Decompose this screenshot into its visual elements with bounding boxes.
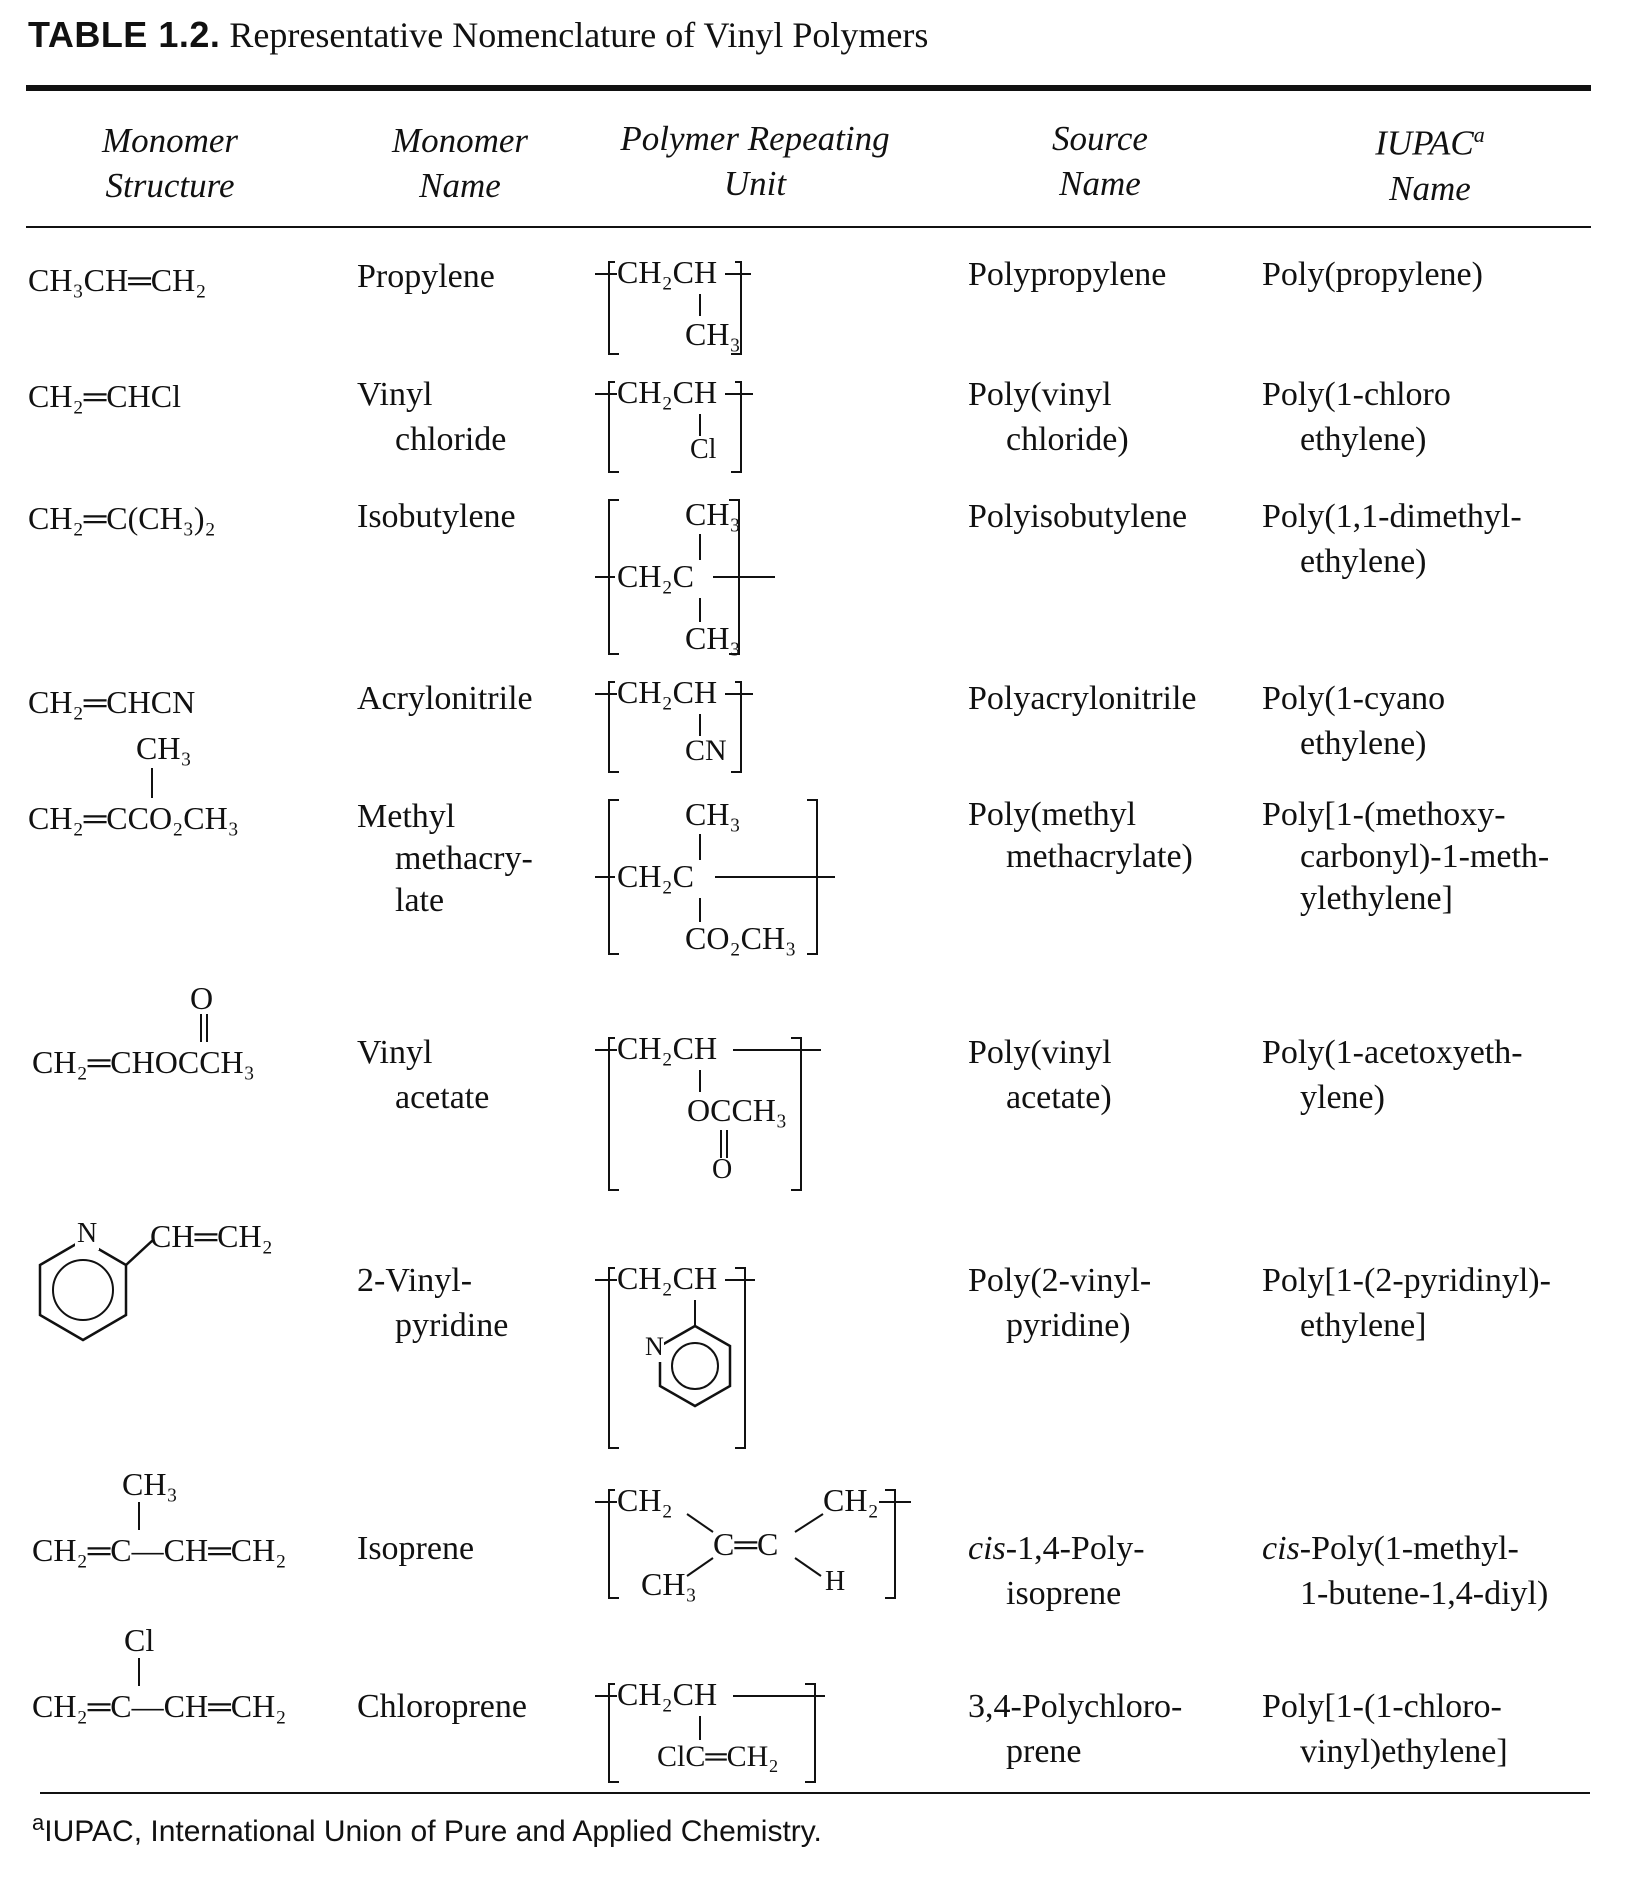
pyridine-ring-drawing	[38, 1238, 154, 1342]
structure-isoprene: CH₃ CH₂═C—CH═CH₂	[32, 1466, 287, 1568]
unit-poly-2-vinylpyridine: CH₂CH N	[595, 1258, 795, 1458]
monomer-name-acrylonitrile: Acrylonitrile	[357, 680, 533, 717]
structure-chloroprene: Cl CH₂═C—CH═CH₂	[32, 1622, 287, 1724]
monomer-name-propylene: Propylene	[357, 258, 495, 295]
monomer-name-isoprene: Isoprene	[357, 1530, 475, 1567]
table-label: TABLE 1.2.	[28, 14, 221, 55]
table-title: Representative Nomenclature of Vinyl Pol…	[229, 15, 929, 55]
structure-2-vinylpyridine: N CH═CH₂	[28, 1218, 348, 1348]
monomer-name-chloroprene: Chloroprene	[357, 1688, 527, 1725]
source-name-isobutylene: Polyisobutylene	[968, 498, 1188, 535]
unit-polymethyl-methacrylate: CH₃ CH₂C CO₂CH₃	[595, 794, 855, 964]
header-monomer-structure: Monomer Structure	[101, 121, 239, 205]
monomer-name-2-vinylpyridine: 2-Vinyl-pyridine	[357, 1262, 509, 1344]
header-rule	[26, 226, 1591, 228]
top-rule	[26, 85, 1591, 91]
source-name-isoprene: cis-1,4-Poly-isoprene	[968, 1530, 1145, 1612]
structure-methyl-methacrylate: CH₃ CH₂═CCO₂CH₃	[28, 730, 239, 836]
unit-polyisobutylene: CH₃ CH₂C CH₃	[595, 494, 795, 664]
structure-vinyl-acetate: O CH₂═CHOCCH₃	[32, 980, 255, 1080]
unit-34-polychloroprene: CH₂CH ClC═CH₂	[595, 1674, 855, 1794]
table-footnote: aIUPAC, International Union of Pure and …	[32, 1810, 822, 1848]
iupac-name-chloroprene: Poly[1-(1-chloro-vinyl)ethylene]	[1262, 1688, 1508, 1770]
monomer-name-isobutylene: Isobutylene	[357, 498, 516, 535]
header-monomer-name: Monomer Name	[391, 121, 529, 205]
header-polymer-unit: Polymer Repeating Unit	[620, 119, 890, 203]
source-name-propylene: Polypropylene	[968, 256, 1167, 293]
iupac-name-propylene: Poly(propylene)	[1262, 256, 1483, 293]
structure-acrylonitrile: CH₂═CHCN	[28, 684, 196, 720]
unit-polyvinyl-chloride: CH₂CH Cl	[595, 372, 795, 482]
source-name-2-vinylpyridine: Poly(2-vinyl-pyridine)	[968, 1262, 1152, 1344]
structure-vinyl-chloride: CH₂═CHCl	[28, 378, 181, 414]
header-source-name: Source Name	[1052, 119, 1148, 203]
iupac-name-2-vinylpyridine: Poly[1-(2-pyridinyl)-ethylene]	[1262, 1262, 1551, 1344]
structure-propylene: CH₃CH═CH₂	[28, 262, 207, 298]
iupac-name-isobutylene: Poly(1,1-dimethyl-ethylene)	[1262, 498, 1522, 580]
iupac-name-vinyl-acetate: Poly(1-acetoxyeth-ylene)	[1262, 1034, 1523, 1116]
source-name-acrylonitrile: Polyacrylonitrile	[968, 680, 1197, 717]
unit-polyacrylonitrile: CH₂CH CN	[595, 672, 795, 782]
source-name-chloroprene: 3,4-Polychloro-prene	[968, 1688, 1183, 1770]
header-iupac-name: IUPACa Name	[1375, 122, 1485, 208]
table-caption: TABLE 1.2. Representative Nomenclature o…	[28, 14, 928, 56]
unit-polypropylene: CH₂CH CH₃	[595, 252, 795, 362]
bottom-rule	[40, 1792, 1590, 1794]
unit-polyvinyl-acetate: CH₂CH OCCH₃ O	[595, 1028, 835, 1198]
iupac-name-methyl-methacrylate: Poly[1-(methoxy-carbonyl)-1-meth-ylethyl…	[1262, 796, 1550, 917]
structure-isobutylene: CH₂═C(CH₃)₂	[28, 500, 216, 536]
iupac-name-isoprene: cis-Poly(1-methyl-1-butene-1,4-diyl)	[1262, 1530, 1549, 1612]
unit-cis-polyisoprene: CH₂ CH₂ C═C CH₃ H	[595, 1480, 925, 1610]
